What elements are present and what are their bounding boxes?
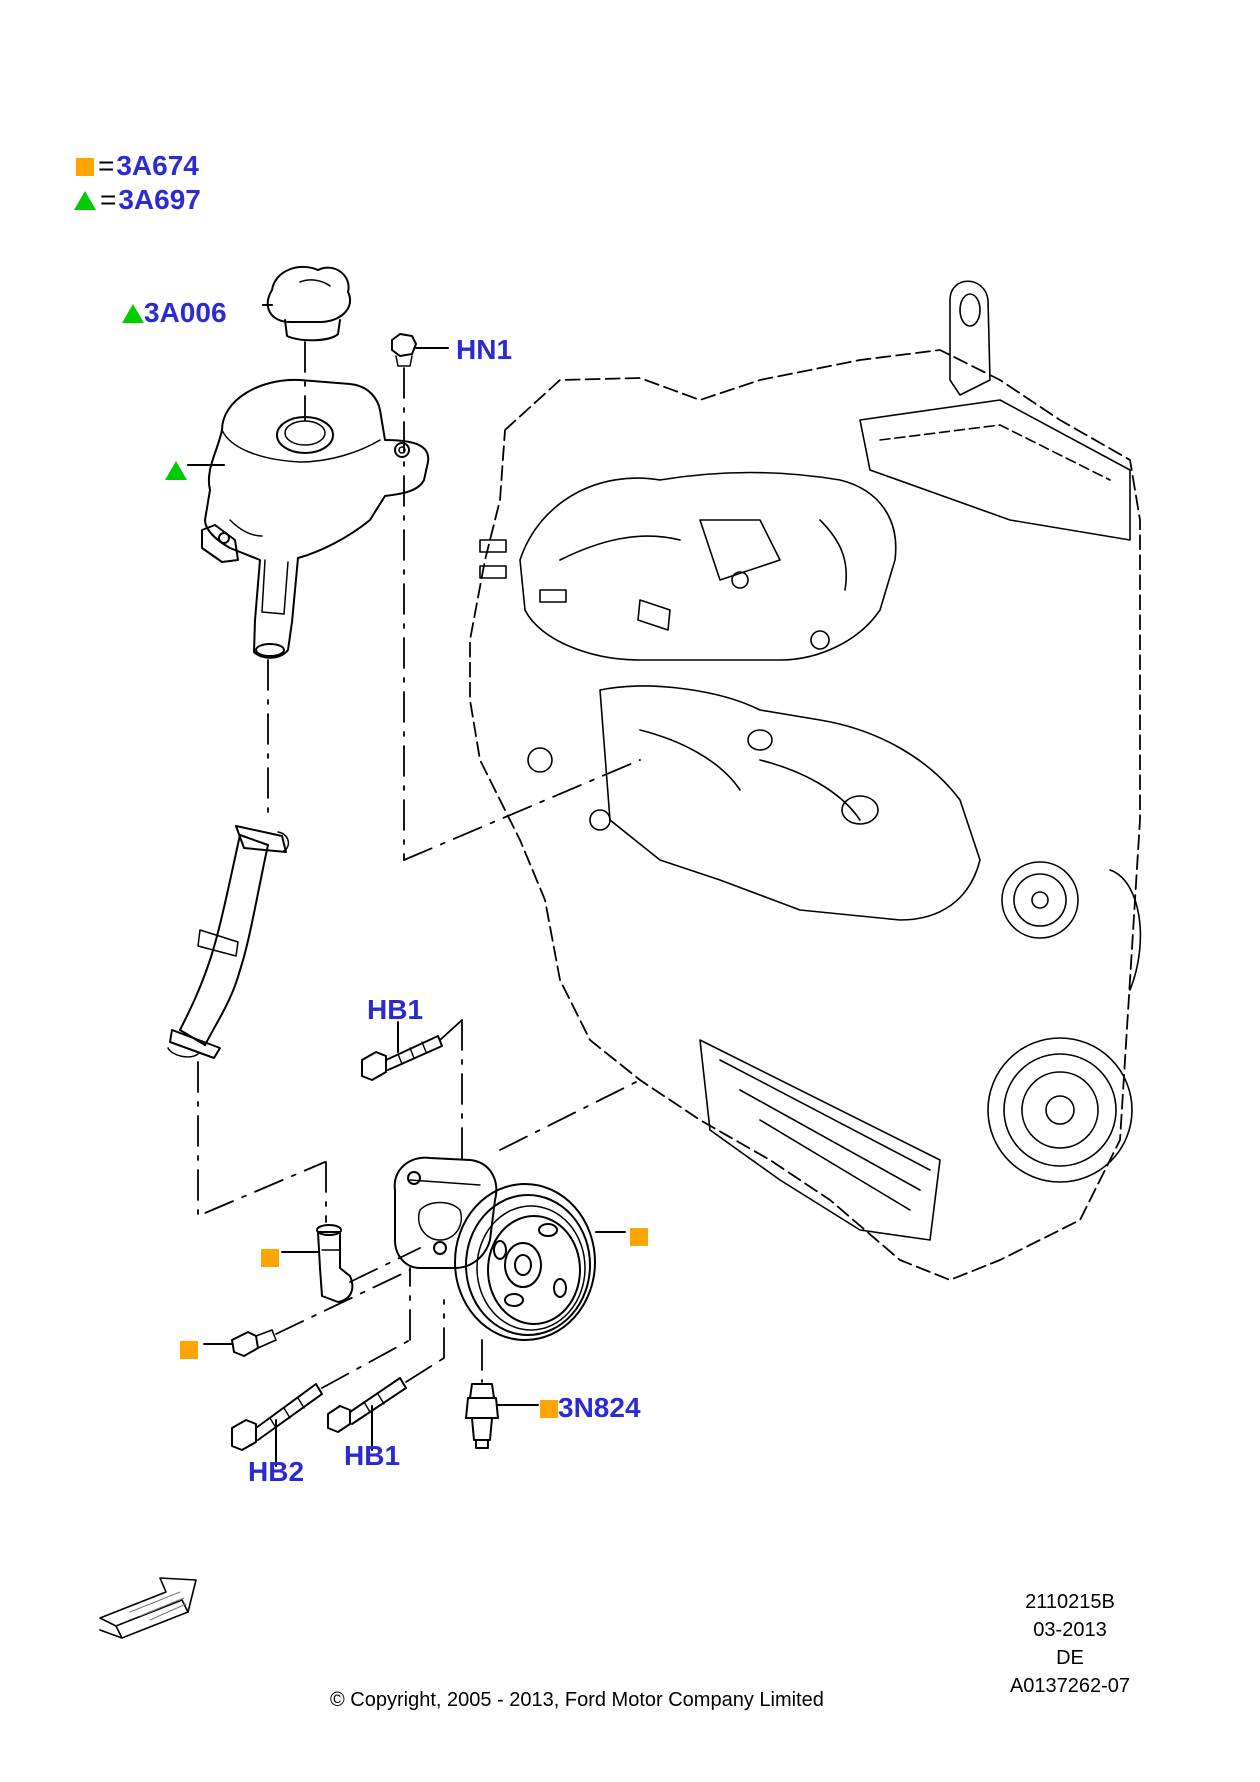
hose-fitting xyxy=(316,1224,354,1303)
callout-bolt-long: HB2 xyxy=(248,1458,304,1486)
hose xyxy=(167,825,290,1059)
callout-bolt-upper-label: HB1 xyxy=(367,994,424,1025)
callout-sensor: 3N824 xyxy=(540,1394,641,1422)
ref-line-1: 2110215B xyxy=(1025,1591,1115,1613)
callout-sensor-label: 3N824 xyxy=(558,1392,641,1423)
triangle-marker-icon xyxy=(165,461,187,480)
reservoir-cap xyxy=(266,265,351,342)
callout-bolt-long-label: HB2 xyxy=(248,1456,305,1487)
fitting-bolt-to-pump-line xyxy=(275,1269,411,1335)
square-marker-icon xyxy=(76,158,94,176)
square-marker-icon xyxy=(540,1400,558,1418)
direction-arrow xyxy=(99,1577,197,1639)
fitting-bolt xyxy=(231,1329,277,1357)
callout-bolt-short: HB1 xyxy=(344,1442,400,1470)
reservoir xyxy=(201,378,430,659)
ref-line-4: A0137262-07 xyxy=(1009,1675,1131,1697)
square-marker-icon xyxy=(630,1228,648,1246)
square-marker-icon xyxy=(261,1249,279,1267)
legend-square-code: 3A674 xyxy=(116,150,199,181)
legend-square-row: =3A674 xyxy=(76,152,199,180)
triangle-marker-icon xyxy=(74,191,96,210)
legend-equals: = xyxy=(98,150,115,181)
callout-reservoir xyxy=(165,456,187,484)
ref-line-3: DE xyxy=(1056,1647,1084,1669)
copyright-text: © Copyright, 2005 - 2013, Ford Motor Com… xyxy=(330,1689,824,1711)
callout-nut-label: HN1 xyxy=(456,334,513,365)
reference-block: 2110215B 03-2013 DE A0137262-07 xyxy=(990,1588,1150,1700)
bolt-hb1-upper xyxy=(361,1035,443,1081)
nut-hn1 xyxy=(391,333,417,367)
callout-pump xyxy=(630,1222,648,1250)
callout-cap: 3A006 xyxy=(122,299,227,327)
square-marker-icon xyxy=(180,1341,198,1359)
pressure-sensor xyxy=(465,1383,499,1449)
ref-line-2: 03-2013 xyxy=(1033,1619,1107,1641)
triangle-marker-icon xyxy=(122,304,144,323)
engine-details xyxy=(479,280,1142,1241)
legend-equals: = xyxy=(100,184,117,215)
callout-bolt-short-label: HB1 xyxy=(344,1440,401,1471)
legend-triangle-row: =3A697 xyxy=(74,186,201,214)
callout-fitting xyxy=(261,1243,279,1271)
callout-bolt-upper: HB1 xyxy=(367,996,423,1024)
power-steering-pump xyxy=(393,1156,596,1341)
callout-cap-label: 3A006 xyxy=(144,297,227,328)
bolt-hb2-to-pump-line xyxy=(321,1339,411,1389)
bolt-upper-dash-top xyxy=(439,1019,463,1041)
callout-nut: HN1 xyxy=(456,336,512,364)
engine-assembly xyxy=(469,349,1141,1281)
nut-to-engine-line-2 xyxy=(403,759,641,861)
bolt-hb1-lower-to-pump-line xyxy=(405,1357,445,1383)
legend-triangle-code: 3A697 xyxy=(118,184,201,215)
bolt-hb1-lower xyxy=(327,1377,407,1433)
hose-to-fitting-line xyxy=(197,1061,326,1217)
fitting-to-pump-line xyxy=(349,1247,421,1283)
pump-to-engine-line xyxy=(499,1079,641,1151)
callout-fitting-bolt xyxy=(180,1335,198,1363)
